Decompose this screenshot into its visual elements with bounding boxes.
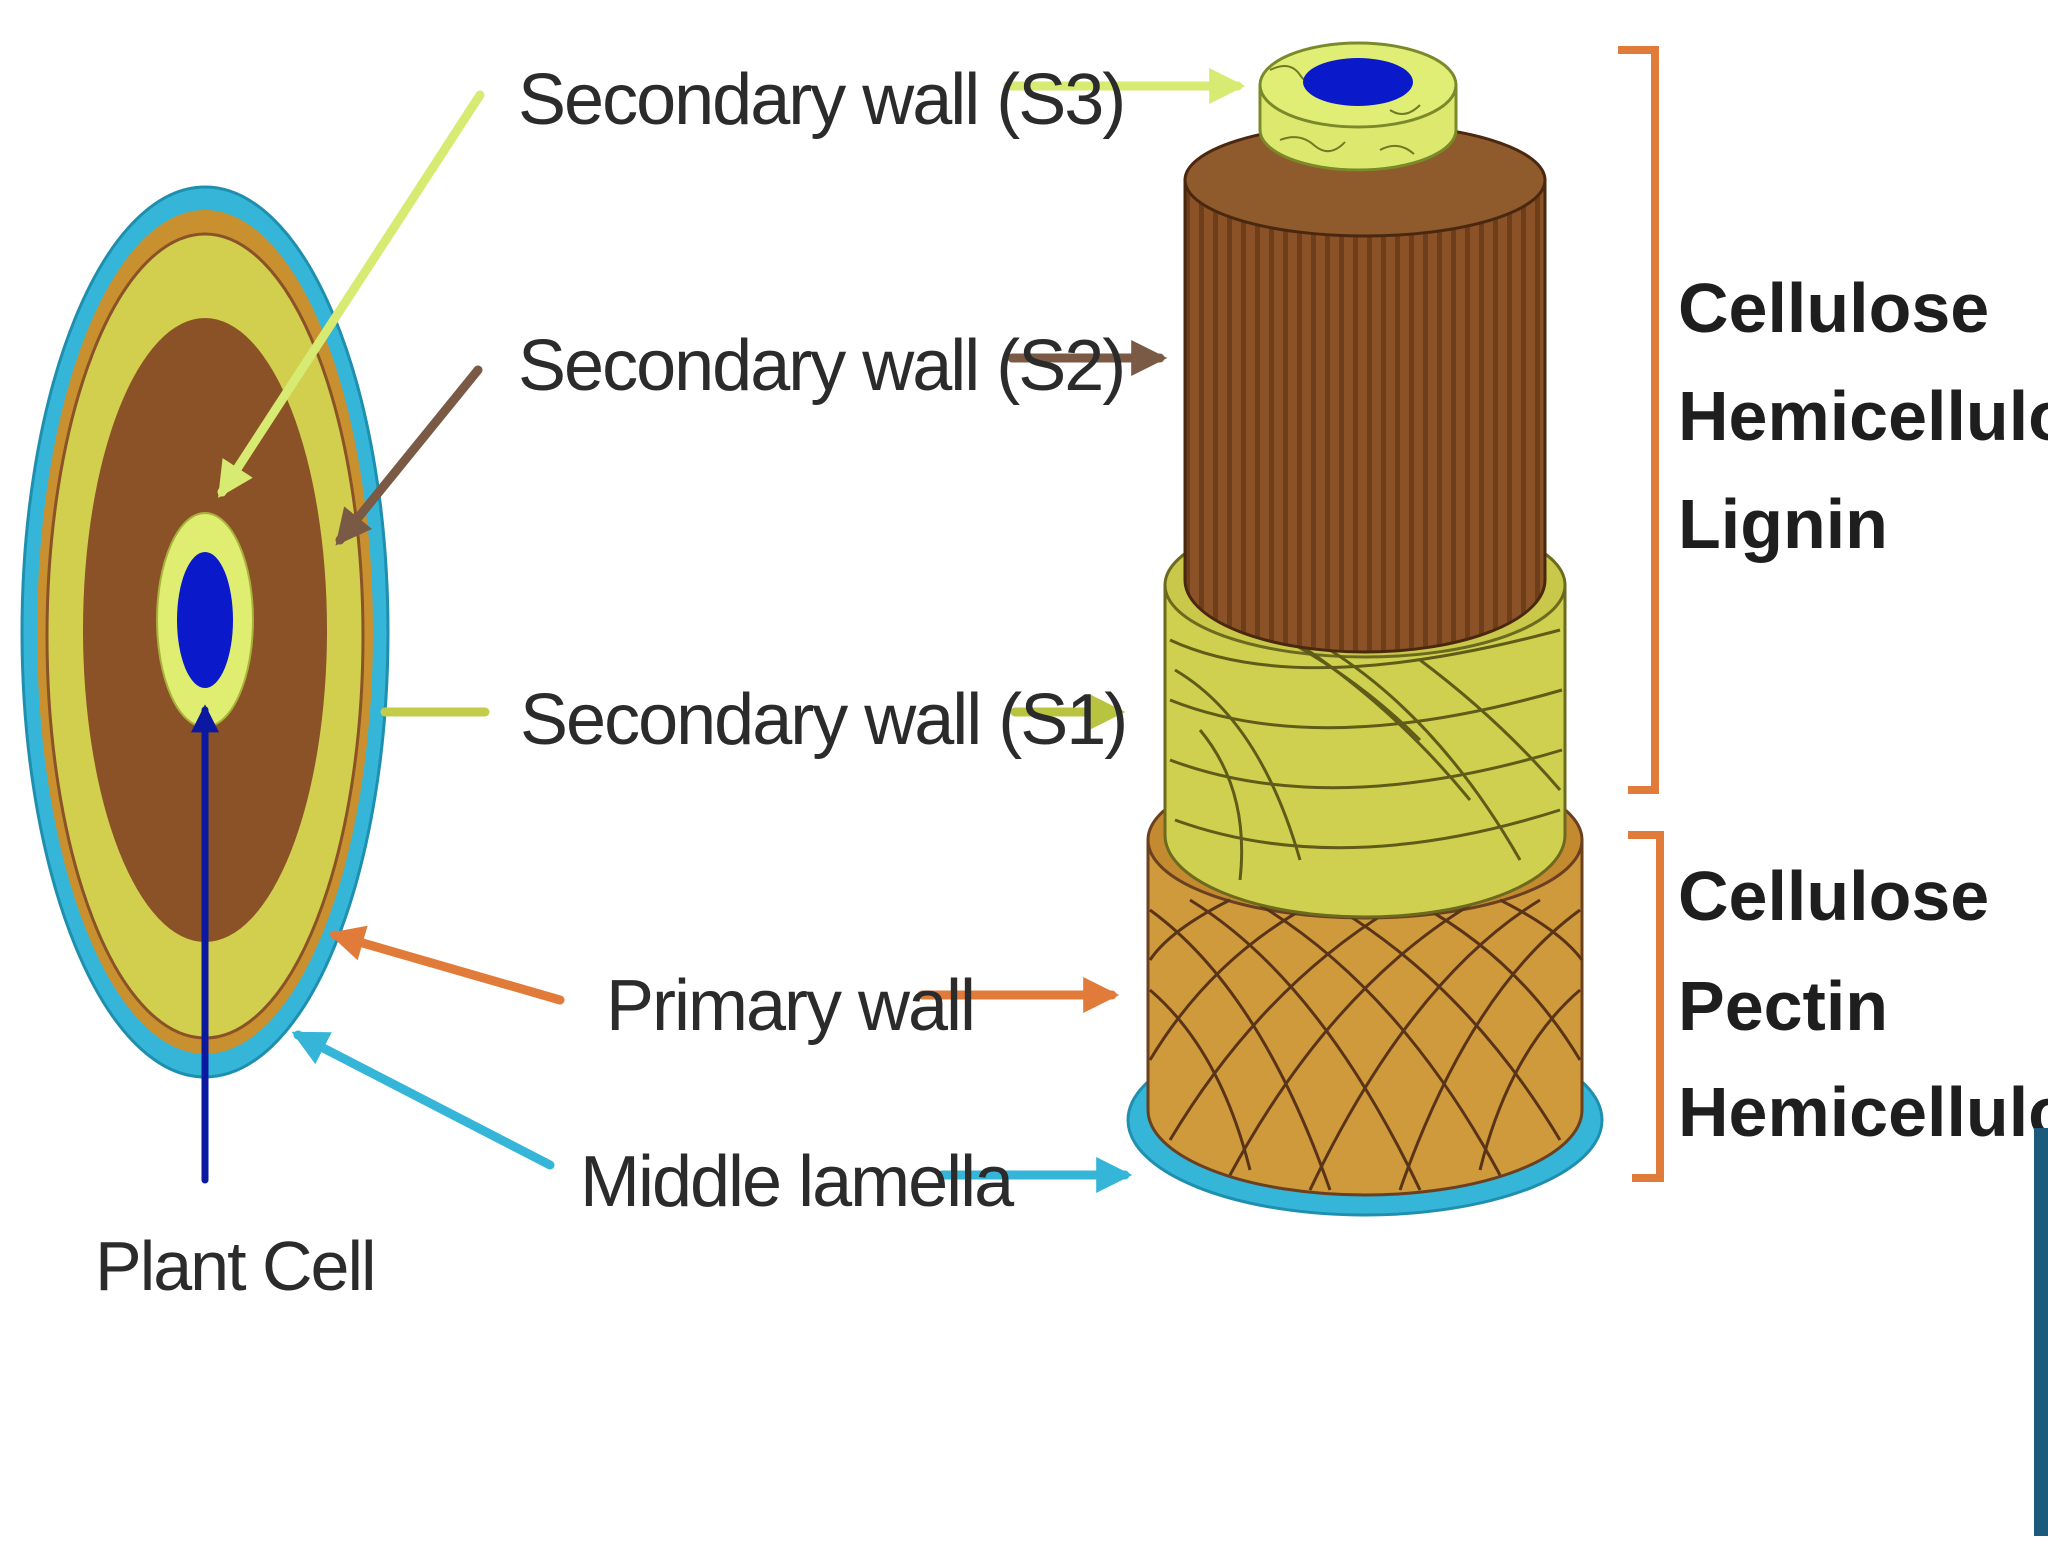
- secondary-bracket: [1618, 46, 1659, 794]
- cell-cross-section: [20, 185, 390, 1079]
- secondary-wall-composition: Cellulose Hemicellulose Lignin: [1678, 269, 2048, 563]
- composition-item: Lignin: [1678, 485, 1888, 563]
- primary-bracket: [1628, 831, 1664, 1182]
- s2-section: [1183, 122, 1547, 654]
- s1-label: Secondary wall (S1): [520, 680, 1126, 760]
- composition-item: Hemicellulose: [1678, 1073, 2048, 1151]
- nucleus: [177, 552, 233, 688]
- s3-arrow-left: [217, 90, 485, 499]
- lumen: [1303, 58, 1413, 106]
- edge-accent-bar: [2034, 1128, 2048, 1536]
- s3-label: Secondary wall (S3): [518, 60, 1124, 140]
- brackets: [1618, 46, 1664, 1182]
- layer-labels: Secondary wall (S3) Secondary wall (S2) …: [95, 60, 1128, 1305]
- plant-cell-label: Plant Cell: [95, 1227, 375, 1305]
- middle-lamella-arrow-left: [291, 1030, 555, 1170]
- wall-layer-cylinder: [1126, 41, 1604, 1217]
- s2-label: Secondary wall (S2): [518, 326, 1124, 406]
- composition-item: Cellulose: [1678, 857, 1989, 935]
- primary-wall-composition: Cellulose Pectin Hemicellulose: [1678, 857, 2048, 1151]
- composition-item: Pectin: [1678, 967, 1888, 1045]
- arrows: [191, 68, 1246, 1193]
- composition-item: Cellulose: [1678, 269, 1989, 347]
- s3-top-ring: [1258, 41, 1458, 172]
- middle-lamella-label: Middle lamella: [580, 1142, 1015, 1222]
- s2-arrow-left: [335, 365, 483, 546]
- primary-wall-label: Primary wall: [606, 966, 974, 1046]
- composition-item: Hemicellulose: [1678, 377, 2048, 455]
- primary-arrow-left: [328, 925, 565, 1005]
